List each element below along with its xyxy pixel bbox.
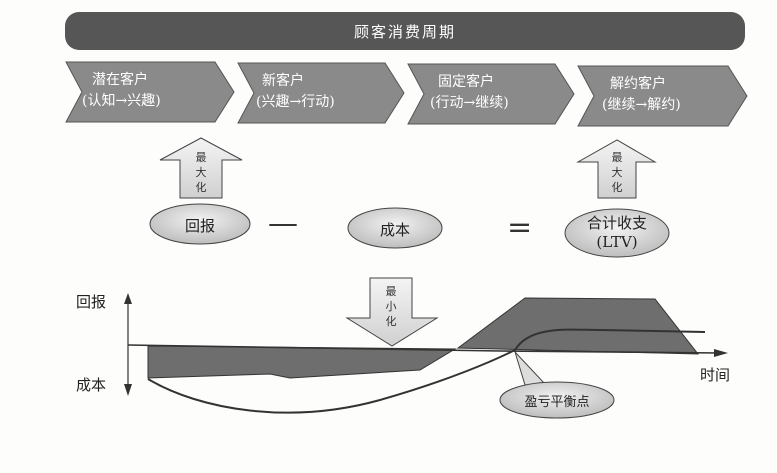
x-axis-arrow <box>714 349 728 357</box>
stage-2: 新客户 (兴趣→行动) <box>256 71 412 113</box>
y-axis-cost-label: 成本 <box>76 376 107 394</box>
stage-3: 固定客户 (行动→继续) <box>430 72 588 114</box>
cumulative-curve <box>147 328 706 414</box>
return-area <box>456 297 700 355</box>
minimize-arrow <box>345 277 439 347</box>
return-ellipse <box>149 203 251 245</box>
ltv-subtitle: (LTV) <box>596 233 638 251</box>
stage-name: 解约客户 <box>610 76 666 92</box>
stage-transition: (认知→兴趣) <box>82 93 161 109</box>
y-axis-arrow-up <box>124 293 132 304</box>
maximize-label-right: 最大化 <box>611 151 623 194</box>
stage-chevron-2 <box>237 62 405 124</box>
minus-sign: — <box>268 206 298 241</box>
equals-sign: = <box>507 210 533 245</box>
x-axis <box>127 344 721 354</box>
customer-lifecycle-banner: 顾客消费周期 <box>65 12 745 50</box>
stage-transition: (继续→解约) <box>602 97 681 113</box>
breakeven-label: 盈亏平衡点 <box>524 395 590 410</box>
stage-chevron-1 <box>65 61 235 123</box>
stage-transition: (行动→继续) <box>430 95 509 111</box>
cost-label: 成本 <box>379 221 410 239</box>
cost-ellipse <box>347 207 443 249</box>
banner-title: 顾客消费周期 <box>353 22 456 41</box>
x-axis-time-label: 时间 <box>700 366 731 384</box>
ltv-ellipse <box>564 208 670 258</box>
minimize-label: 最小化 <box>385 285 397 328</box>
maximize-label-left: 最大化 <box>195 151 207 194</box>
stage-transition: (兴趣→行动) <box>256 94 335 110</box>
stage-1: 潜在客户 (认知→兴趣) <box>82 70 242 112</box>
y-axis-return-label: 回报 <box>76 293 107 311</box>
ltv-title: 合计收支 <box>586 214 647 232</box>
breakeven-callout-pointer <box>514 351 547 386</box>
stage-chevron-3 <box>407 63 575 125</box>
breakeven-callout <box>499 381 615 419</box>
cost-area <box>147 345 457 379</box>
lifecycle-chart <box>124 293 728 419</box>
stage-4: 解约客户 (继续→解约) <box>602 74 760 116</box>
stage-chevron-4 <box>577 65 748 127</box>
y-axis-arrow-down <box>124 384 132 396</box>
stage-name: 新客户 <box>262 73 304 89</box>
maximize-arrow-left <box>159 137 243 199</box>
stage-name: 固定客户 <box>438 74 494 90</box>
return-label: 回报 <box>184 217 215 235</box>
stage-name: 潜在客户 <box>92 72 148 88</box>
ltv-label: 合计收支 (LTV) <box>565 214 669 252</box>
maximize-arrow-right <box>576 139 657 199</box>
